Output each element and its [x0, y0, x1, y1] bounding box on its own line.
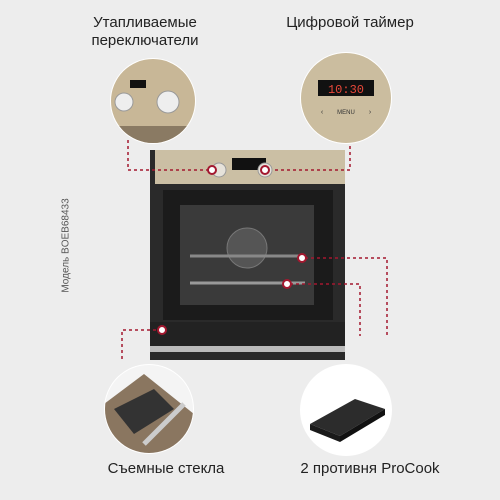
panel-display	[232, 158, 266, 170]
model-caption: Модель BOEB68433	[60, 198, 72, 293]
fan-cover	[226, 227, 268, 269]
trays-detail	[300, 364, 392, 456]
knobs-detail	[110, 58, 196, 144]
timer-readout: 10:30	[328, 83, 364, 97]
svg-text:›: ›	[369, 109, 372, 116]
svg-text:‹: ‹	[321, 109, 324, 116]
label-glass: Съемные стекла	[107, 460, 225, 477]
glass-detail	[104, 364, 194, 454]
timer-detail: 10:30 MENU ‹ ›	[300, 52, 392, 144]
door-handle	[150, 346, 345, 352]
label-knobs: Утапливаемые переключатели	[91, 14, 199, 49]
label-timer: Цифровой таймер	[286, 14, 414, 31]
label-trays: 2 противня ProCook	[300, 460, 440, 477]
timer-menu-label: MENU	[337, 110, 355, 116]
oven-door-bottom	[150, 322, 345, 346]
